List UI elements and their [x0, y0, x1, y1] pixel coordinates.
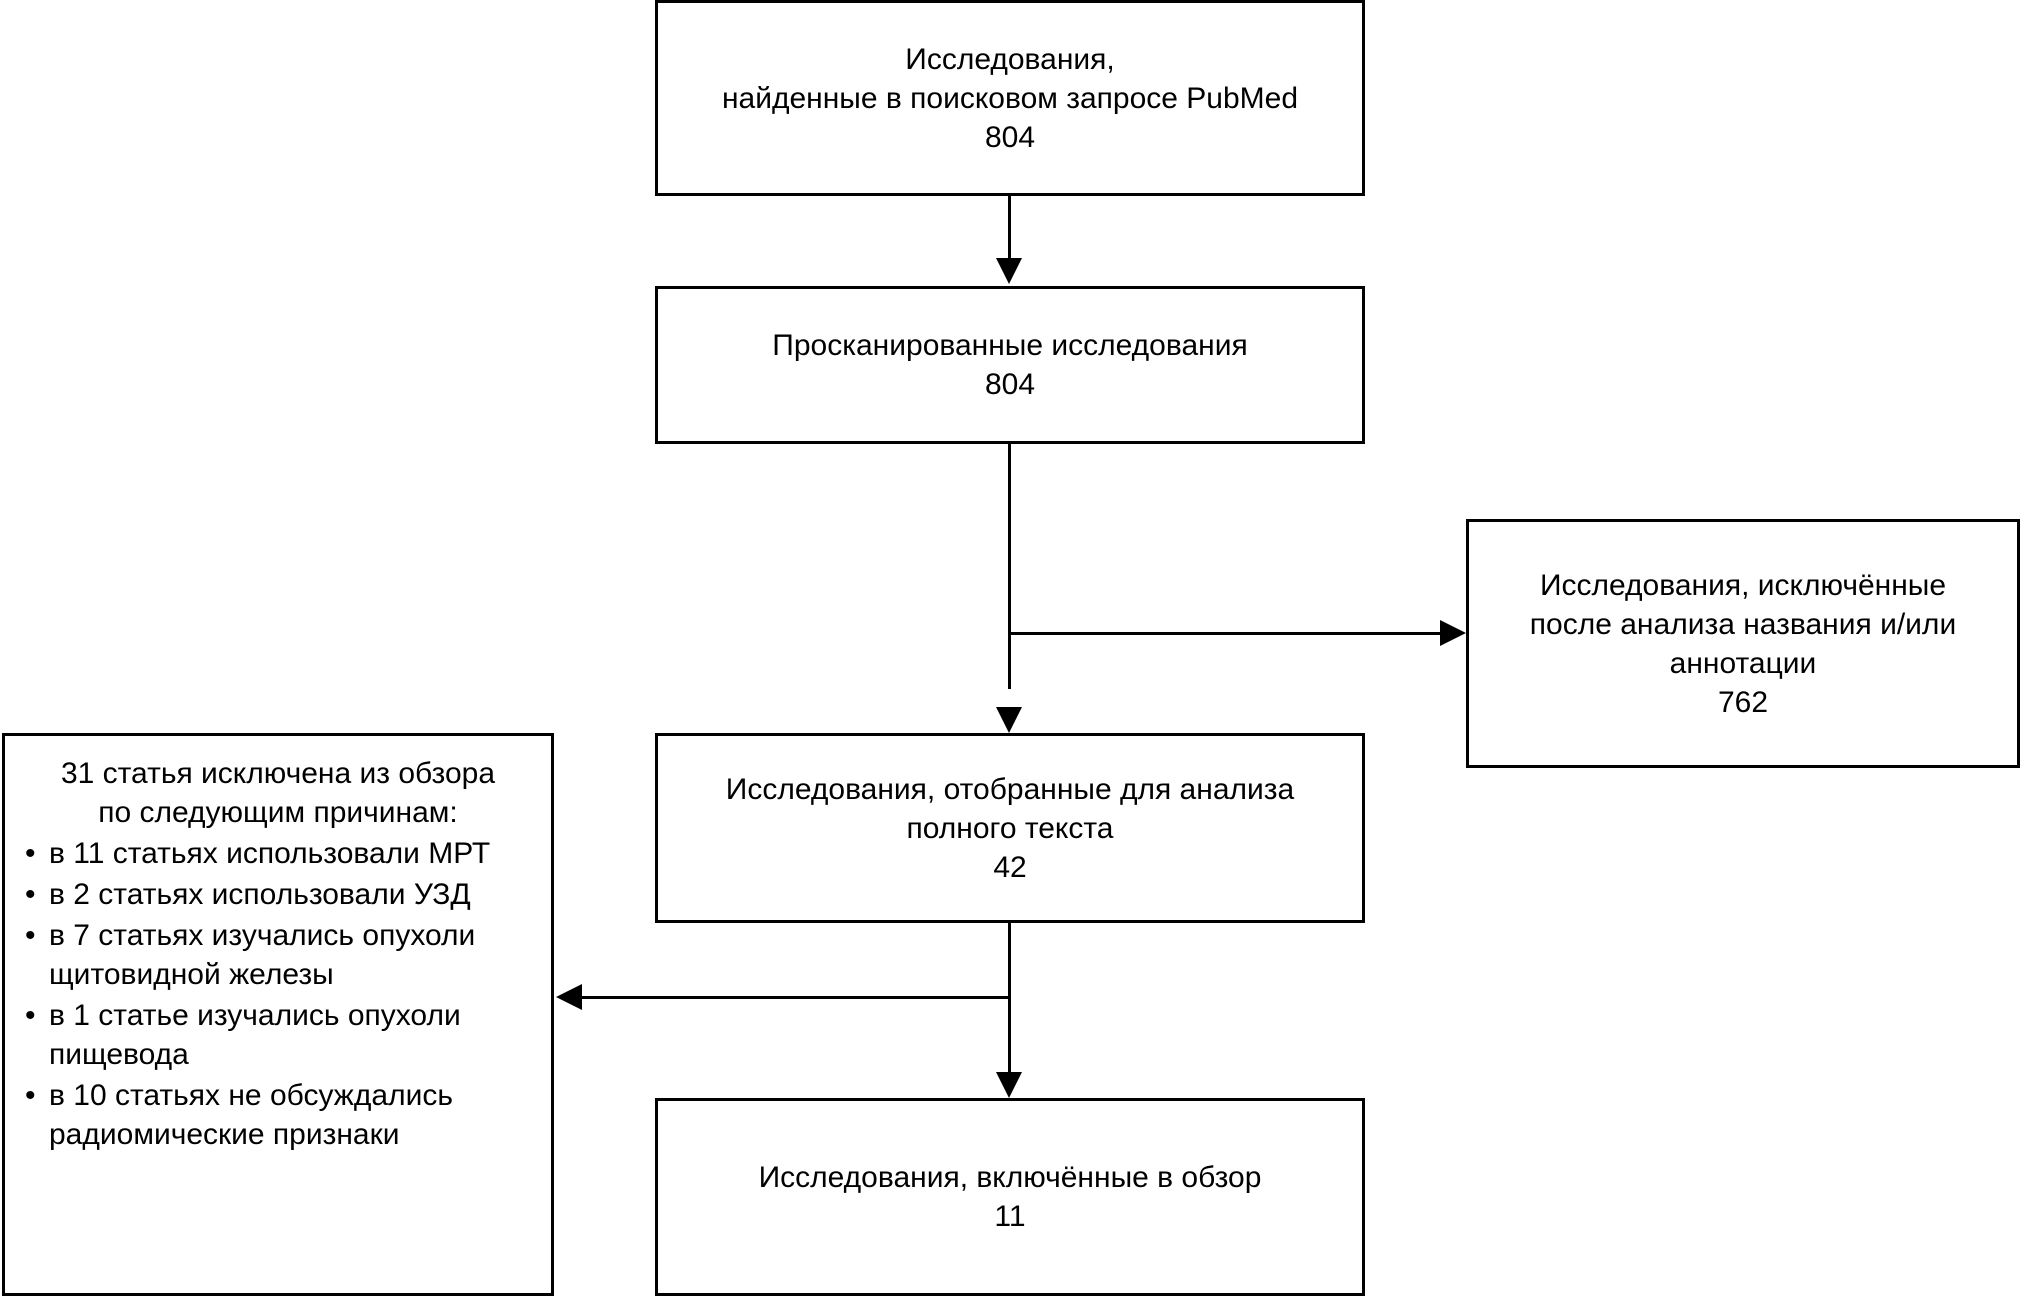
- box-fulltext-assessed: Исследования, отобранные для анализа пол…: [655, 733, 1365, 923]
- connector-fulltext-to-excluded-reasons-line: [582, 996, 1011, 999]
- box-records-screened-count: 804: [984, 368, 1036, 401]
- arrow-left-icon-fulltext-to-excluded-reasons: [556, 984, 582, 1010]
- box-records-identified-line-1: Исследования,: [905, 42, 1115, 76]
- list-item: в 11 статьях использовали МРТ: [19, 834, 537, 873]
- box-studies-included-line-1: Исследования, включённые в обзор: [758, 1161, 1262, 1194]
- box-records-screened: Просканированные исследования 804: [655, 286, 1365, 444]
- connector-identified-to-screened-line: [1008, 196, 1011, 264]
- box-excluded-after-title-abstract-line-3: аннотации: [1669, 646, 1817, 680]
- list-item: в 1 статье изучались опухоли пищевода: [19, 996, 537, 1074]
- box-excluded-after-title-abstract-line-2: после анализа названия и/или: [1529, 607, 1957, 641]
- box-records-screened-line-1: Просканированные исследования: [772, 329, 1248, 362]
- connector-screened-to-fulltext-line: [1008, 444, 1011, 689]
- excluded-reasons-list: в 11 статьях использовали МРТ в 2 статья…: [19, 832, 537, 1154]
- excluded-reasons-heading-line-2: по следующим причинам:: [98, 796, 458, 829]
- arrow-right-icon-screened-to-excluded: [1440, 620, 1466, 646]
- box-records-identified-line-2: найденные в поисковом запросе PubMed: [721, 81, 1299, 115]
- box-studies-included: Исследования, включённые в обзор 11: [655, 1098, 1365, 1296]
- list-item: в 2 статьях использовали УЗД: [19, 875, 537, 914]
- connector-screened-to-excluded-line: [1008, 632, 1446, 635]
- arrow-down-icon-fulltext-to-included: [996, 1072, 1022, 1098]
- connector-fulltext-to-included-line: [1008, 923, 1011, 1076]
- box-fulltext-assessed-line-2: полного текста: [906, 811, 1114, 845]
- arrow-down-icon-screened-to-fulltext: [996, 707, 1022, 733]
- box-studies-included-count: 11: [994, 1200, 1026, 1233]
- box-records-identified-count: 804: [984, 120, 1036, 154]
- box-excluded-after-title-abstract-line-1: Исследования, исключённые: [1539, 568, 1947, 602]
- box-excluded-after-title-abstract-count: 762: [1717, 685, 1769, 719]
- arrow-down-icon-identified-to-screened: [996, 258, 1022, 284]
- box-fulltext-assessed-count: 42: [993, 850, 1027, 884]
- box-fulltext-assessed-line-1: Исследования, отобранные для анализа: [725, 772, 1295, 806]
- box-excluded-after-title-abstract: Исследования, исключённые после анализа …: [1466, 519, 2020, 768]
- box-records-identified: Исследования, найденные в поисковом запр…: [655, 0, 1365, 196]
- excluded-reasons-heading-line-1: 31 статья исключена из обзора: [60, 757, 496, 790]
- list-item: в 10 статьях не обсуждались радиомически…: [19, 1076, 537, 1154]
- list-item: в 7 статьях изучались опухоли щитовидной…: [19, 916, 537, 994]
- box-excluded-with-reasons: 31 статья исключена из обзора по следующ…: [2, 733, 554, 1296]
